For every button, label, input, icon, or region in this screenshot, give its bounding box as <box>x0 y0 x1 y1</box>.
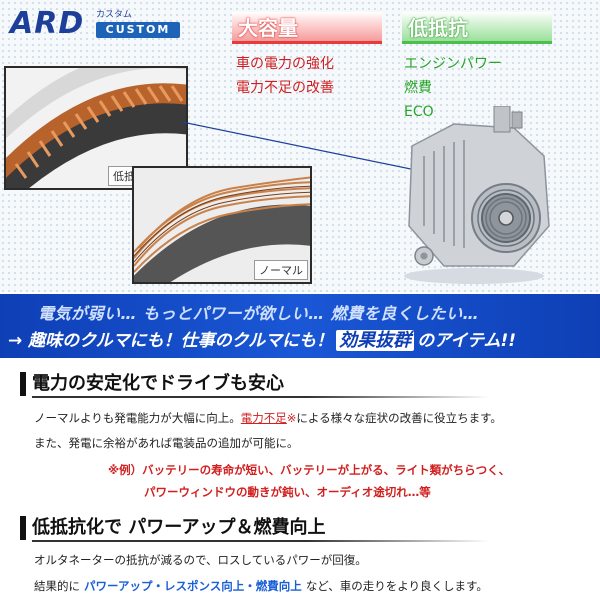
band-line2-post: のアイテム!! <box>417 331 516 351</box>
alternator-image <box>394 105 564 286</box>
coil-low-illustration <box>6 68 186 188</box>
section1-example2: パワーウィンドウの動きが鈍い、オーディオ途切れ…等 <box>144 485 431 499</box>
section2-p2-blue: パワーアップ・レスポンス向上・燃費向上 <box>84 579 302 593</box>
section1-example1: ※例）バッテリーの寿命が短い、バッテリーが上がる、ライト類がちらつく、 <box>108 463 511 477</box>
feature-capacity-item: 電力不足の改善 <box>236 80 334 96</box>
feature-resistance-list: エンジンパワー 燃費 ECO <box>404 52 502 124</box>
section2-p2-pre: 結果的に <box>34 579 80 593</box>
section1-p1-mark: ※ <box>286 411 297 425</box>
feature-resistance-item: ECO <box>404 104 434 120</box>
logo-kana: カスタム <box>96 10 133 20</box>
band-line2: → 趣味のクルマにも！仕事のクルマにも！効果抜群のアイテム!! <box>8 326 516 352</box>
section2-paragraph2: 結果的にパワーアップ・レスポンス向上・燃費向上など、車の走りをより良くします。 <box>34 578 488 594</box>
band-line1: 電気が弱い… もっとパワーが欲しい… 燃費を良くしたい… <box>38 304 480 323</box>
section2-p2-post: など、車の走りをより良くします。 <box>305 579 488 593</box>
section2-heading: 低抵抗化で パワーアップ＆燃費向上 <box>20 514 580 542</box>
band-line2-pre: → 趣味のクルマにも！仕事のクルマにも！ <box>8 331 334 351</box>
section1-paragraph2: また、発電に余裕があれば電装品の追加が可能に。 <box>34 436 299 450</box>
section2-paragraph1: オルタネーターの抵抗が減るので、ロスしているパワーが回復。 <box>34 553 367 567</box>
logo-ard: ARD <box>10 6 85 41</box>
feature-capacity-item: 車の電力の強化 <box>236 56 334 72</box>
section1-p1-pre: ノーマルよりも発電能力が大幅に向上。 <box>34 411 241 425</box>
alternator-illustration <box>404 105 550 284</box>
logo-sub: カスタム CUSTOM <box>96 10 188 38</box>
coil-low-image: 低抵抗コイル <box>4 66 188 190</box>
band-highlight: 効果抜群 <box>336 330 415 351</box>
logo-custom: CUSTOM <box>96 22 180 38</box>
section1-p1-post: による様々な症状の改善に役立ちます。 <box>296 411 502 425</box>
coil-normal-image: ノーマル <box>132 166 312 284</box>
feature-resistance-item: 燃費 <box>404 80 432 96</box>
feature-resistance-item: エンジンパワー <box>404 56 502 72</box>
section1-p1-red: 電力不足 <box>240 411 287 425</box>
brand-logo: ARD カスタム CUSTOM <box>10 6 180 41</box>
hero-section: ARD カスタム CUSTOM 大容量 車の電力の強化 電力不足の改善 低抵抗 … <box>0 0 600 292</box>
coil-normal-label: ノーマル <box>254 260 308 280</box>
promo-band: 電気が弱い… もっとパワーが欲しい… 燃費を良くしたい… → 趣味のクルマにも！… <box>0 294 600 358</box>
feature-resistance-title: 低抵抗 <box>402 12 552 44</box>
section1-heading: 電力の安定化でドライブも安心 <box>20 370 580 398</box>
coil-normal-illustration <box>134 168 310 282</box>
section1-paragraph1: ノーマルよりも発電能力が大幅に向上。電力不足※による様々な症状の改善に役立ちます… <box>34 410 502 426</box>
feature-capacity-list: 車の電力の強化 電力不足の改善 <box>236 52 334 100</box>
feature-capacity-title: 大容量 <box>232 12 382 44</box>
